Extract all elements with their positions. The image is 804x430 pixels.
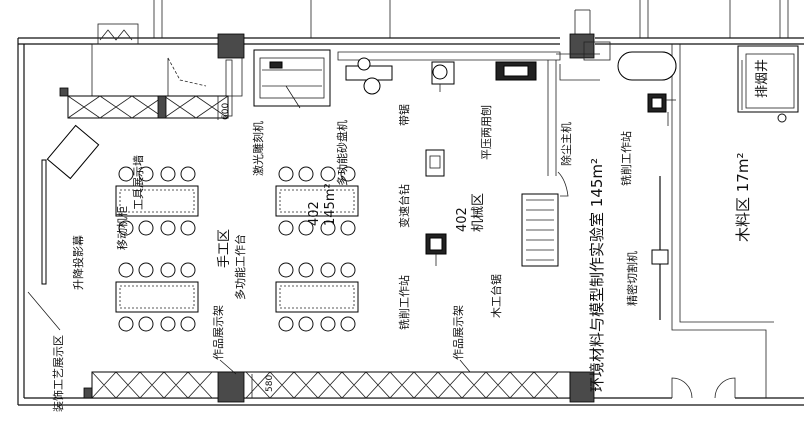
chair-icon: [118, 262, 134, 278]
chair-icon: [340, 220, 356, 236]
left-equipment: [41, 124, 100, 285]
door-swing-icon: [714, 377, 736, 399]
hand-room-number: 402: [307, 201, 322, 226]
chair-icon: [180, 262, 196, 278]
column-icon: [59, 87, 69, 97]
dust-duct: [337, 41, 677, 197]
band-saw-label: 带锯: [397, 104, 411, 126]
workbench-cluster: [115, 166, 199, 236]
mill-station-center-label: 铣削工作站: [397, 275, 411, 330]
table-saw: [521, 193, 559, 267]
chair-icon: [160, 316, 176, 332]
chair-icon: [278, 262, 294, 278]
chair-icon: [340, 166, 356, 182]
chair-icon: [320, 316, 336, 332]
chair-icon: [278, 220, 294, 236]
top-left-alcove: [91, 23, 243, 117]
machine-room-number: 402: [455, 207, 470, 232]
chair-icon: [340, 262, 356, 278]
planer-label: 平压两用刨: [479, 105, 493, 160]
mill-station-right-label: 铣削工作站: [619, 131, 633, 186]
laser-engraver: [253, 49, 331, 107]
dust-host-label: 除尘主机: [559, 122, 573, 166]
workbench-icon: [275, 185, 359, 217]
hand-area-label: 145m²: [323, 183, 338, 226]
chair-icon: [118, 316, 134, 332]
workbench-clusters: [115, 166, 359, 332]
workbench-icon: [115, 281, 199, 313]
structural-columns: [59, 33, 595, 403]
chair-icon: [278, 316, 294, 332]
column-icon: [569, 371, 595, 403]
chair-icon: [298, 316, 314, 332]
projector-label: 升降投影幕: [71, 235, 85, 290]
chair-icon: [160, 166, 176, 182]
lab-title-label: 环境材料与模型制作实验室 145m²: [588, 158, 606, 392]
workbench-cluster: [275, 262, 359, 332]
dimension-580: 580: [265, 375, 275, 392]
column-icon: [217, 371, 245, 403]
chair-icon: [138, 166, 154, 182]
work-shelf-label-left: 作品展示架: [212, 305, 225, 360]
machine-zone-label: 机械区: [471, 193, 486, 232]
variable-drill: [425, 149, 445, 177]
chair-icon: [180, 220, 196, 236]
chair-icon: [138, 316, 154, 332]
planer: [495, 61, 537, 81]
chair-icon: [278, 166, 294, 182]
hand-zone-label: 手工区: [217, 229, 232, 268]
column-icon: [569, 33, 595, 59]
drill-label: 变速台钻: [397, 184, 411, 228]
workbench-icon: [115, 185, 199, 217]
chair-icon: [160, 262, 176, 278]
chair-icon: [138, 220, 154, 236]
chair-icon: [298, 166, 314, 182]
labels: 环境材料与模型制作实验室 145m² 木料区 17m² 排烟井 402 机械区 …: [51, 59, 770, 412]
column-icon: [83, 387, 93, 399]
timber-zone: [671, 44, 799, 399]
chair-icon: [160, 220, 176, 236]
chair-icon: [118, 220, 134, 236]
multi-sander: [345, 57, 393, 95]
dimension-markers: [217, 96, 253, 398]
workbench-icon: [275, 281, 359, 313]
chair-icon: [320, 166, 336, 182]
exhaust-shaft-label: 排烟井: [755, 59, 770, 98]
laser-label: 激光雕刻机: [251, 121, 265, 176]
workbench-cluster: [115, 262, 199, 332]
precision-cutter: [651, 176, 669, 320]
multi-bench-label: 多功能工作台: [233, 234, 247, 300]
craft-zone-label: 装饰工艺展示区: [51, 335, 65, 412]
chair-icon: [340, 316, 356, 332]
chair-icon: [118, 166, 134, 182]
sander-label: 多功能砂盘机: [335, 120, 349, 186]
column-icon: [217, 33, 245, 59]
leader-lines: [27, 85, 471, 375]
mobile-cabinet-label: 移动机柜: [115, 206, 129, 250]
milling-station-center: [425, 233, 447, 266]
chair-icon: [180, 316, 196, 332]
tool-wall-label: 工具展示墙: [131, 155, 145, 210]
dimension-600: 600: [221, 103, 231, 120]
milling-station-right: [647, 93, 676, 126]
work-shelf-label-right: 作品展示架: [452, 305, 465, 360]
precision-saw-label: 精密切割机: [625, 251, 639, 306]
chair-icon: [320, 262, 336, 278]
chair-icon: [138, 262, 154, 278]
chair-icon: [180, 166, 196, 182]
chair-icon: [298, 220, 314, 236]
chair-icon: [298, 262, 314, 278]
door-swing-icon: [671, 377, 693, 399]
tool-display-wall: [67, 95, 229, 119]
band-saw: [431, 61, 455, 92]
timber-zone-label: 木料区 17m²: [734, 153, 752, 242]
table-saw-label: 木工台锯: [489, 274, 503, 318]
work-display-shelf: [91, 371, 571, 399]
workbench-cluster: [275, 166, 359, 236]
chair-icon: [320, 220, 336, 236]
